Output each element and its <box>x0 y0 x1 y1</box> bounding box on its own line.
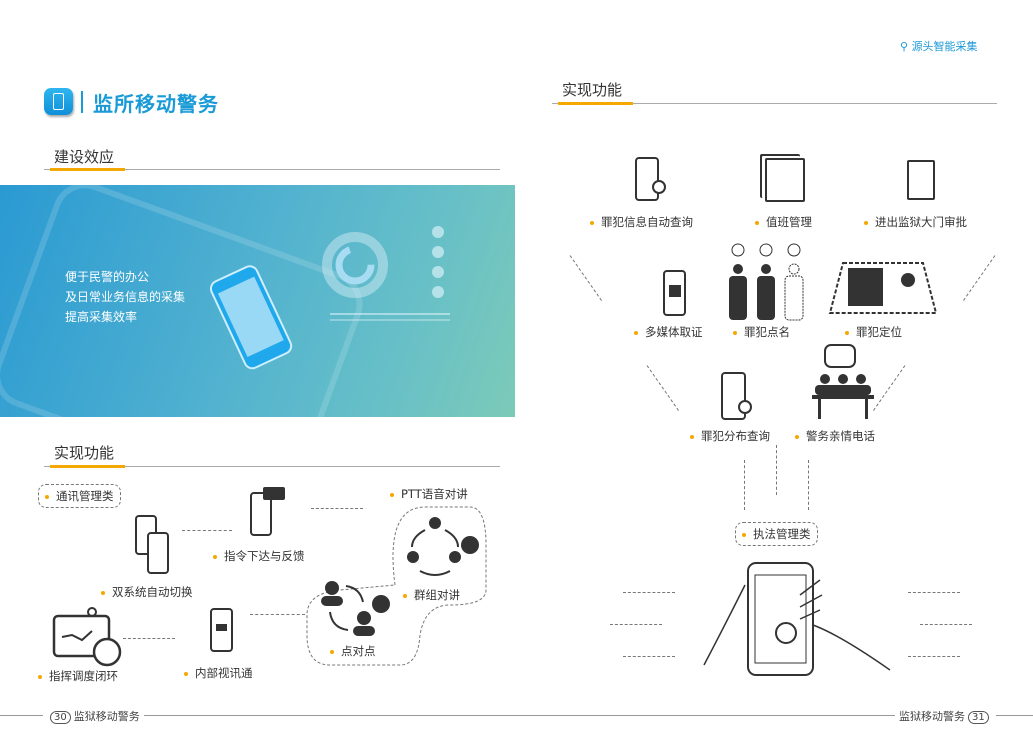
feature-location: 罪犯定位 <box>845 324 902 340</box>
roll-call-icon <box>729 243 804 321</box>
connector <box>920 624 972 625</box>
connector <box>623 656 675 657</box>
connector <box>250 614 305 615</box>
connector <box>908 656 960 657</box>
family-phone-icon <box>812 344 874 419</box>
page-title: 监所移动警务 <box>93 92 219 116</box>
document-icon <box>907 160 935 200</box>
feature-group-talk: 群组对讲 <box>403 587 460 603</box>
location-map-icon <box>828 262 938 314</box>
title-divider <box>81 91 83 113</box>
connector <box>963 255 996 301</box>
heading-underline <box>50 168 125 171</box>
connector <box>623 592 675 593</box>
dispatch-map-icon <box>52 607 122 667</box>
connector <box>311 508 363 509</box>
document-stack-icon <box>765 158 805 202</box>
banner-text: 便于民警的办公 及日常业务信息的采集 提高采集效率 <box>65 270 186 324</box>
page-number: 31 <box>968 711 989 724</box>
section-heading-effect: 建设效应 <box>54 148 115 166</box>
feature-media-evidence: 多媒体取证 <box>634 324 703 340</box>
video-phone-icon <box>210 608 233 652</box>
message-edit-icon <box>263 487 285 500</box>
connector <box>776 445 777 495</box>
feature-roll-call: 罪犯点名 <box>733 324 790 340</box>
feature-gate-approval: 进出监狱大门审批 <box>864 214 967 230</box>
feature-point-to-point: 点对点 <box>330 643 376 659</box>
feature-distribution-query: 罪犯分布查询 <box>690 428 770 444</box>
feature-family-phone: 警务亲情电话 <box>795 428 875 444</box>
banner-graphics <box>0 185 450 417</box>
heading-underline <box>558 102 633 105</box>
category-bubble-communication: 通讯管理类 <box>38 484 121 508</box>
location-pin-icon: ⚲ <box>900 40 909 53</box>
feature-dual-system: 双系统自动切换 <box>101 584 193 600</box>
mobile-app-icon <box>44 88 73 115</box>
feature-command: 指令下达与反馈 <box>213 548 305 564</box>
query-phone-icon <box>635 157 659 201</box>
connector <box>123 638 175 639</box>
divider <box>44 169 500 170</box>
divider <box>552 103 997 104</box>
connector <box>610 624 662 625</box>
top-right-label: ⚲ 源头智能采集 <box>900 40 978 53</box>
feature-dispatch: 指挥调度闭环 <box>38 668 118 684</box>
connector <box>808 460 809 510</box>
magnifier-icon <box>738 400 752 414</box>
category-bubble-enforcement: 执法管理类 <box>735 522 818 546</box>
connector <box>646 365 679 411</box>
feature-duty: 值班管理 <box>755 214 812 230</box>
media-phone-icon <box>663 270 686 316</box>
feature-ptt: PTT语音对讲 <box>390 486 468 502</box>
connector <box>182 530 232 531</box>
group-talk-icon <box>407 517 479 576</box>
banner-image: 便于民警的办公 及日常业务信息的采集 提高采集效率 <box>0 185 515 417</box>
command-phone-icon <box>250 492 272 536</box>
magnifier-icon <box>652 180 666 194</box>
section-heading-functions-right: 实现功能 <box>562 81 623 99</box>
feature-info-query: 罪犯信息自动查询 <box>590 214 693 230</box>
footer-line <box>0 715 1033 716</box>
divider <box>44 466 500 467</box>
connector <box>744 460 745 510</box>
connector <box>908 592 960 593</box>
feature-internal-video: 内部视讯通 <box>184 665 253 681</box>
page-number: 30 <box>50 711 71 724</box>
dual-phone-icon <box>147 532 169 574</box>
ptt-dashed-outline <box>306 506 487 666</box>
point-to-point-icon <box>321 581 390 636</box>
heading-underline <box>50 465 125 468</box>
hand-holding-phone-icon <box>703 562 891 676</box>
connector <box>569 255 602 301</box>
section-heading-functions: 实现功能 <box>54 444 115 462</box>
